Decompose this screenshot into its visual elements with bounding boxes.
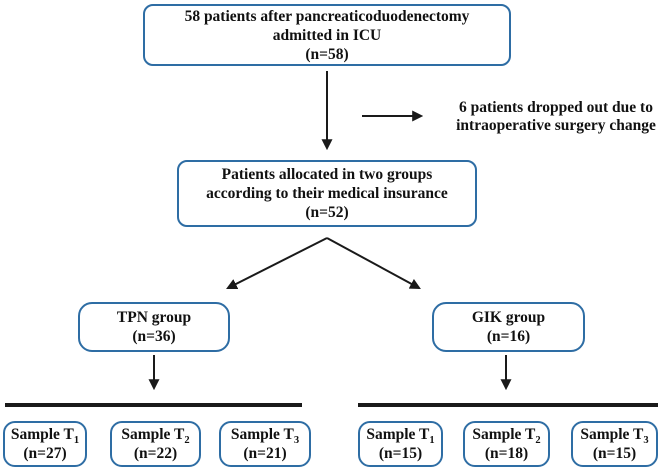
enrollment-line-2: admitted in ICU — [272, 26, 382, 44]
gik-sample-t3-label: Sample T3 — [580, 426, 649, 447]
tpn-sample-t1-label: Sample T1 — [10, 426, 80, 447]
allocation-line-2: according to their medical insurance — [206, 185, 448, 202]
dropout-note: 6 patients dropped out due to intraopera… — [438, 99, 666, 135]
subscript: 2 — [184, 435, 190, 447]
allocation-box: Patients allocated in two groups accordi… — [177, 160, 477, 227]
allocation-line-1: Patients allocated in two groups — [221, 166, 433, 183]
subscript: 2 — [535, 435, 541, 447]
gik-sample-t2-box: Sample T2 (n=18) — [463, 421, 550, 467]
tpn-sample-t1-count: (n=27) — [23, 445, 67, 462]
gik-sample-t2-count: (n=18) — [484, 445, 529, 462]
enrollment-count: (n=58) — [305, 45, 349, 63]
subscript: 1 — [429, 435, 435, 447]
gik-group-count: (n=16) — [486, 328, 531, 345]
arrow-allocation-to-tpn — [226, 237, 328, 289]
allocation-count: (n=52) — [305, 204, 349, 221]
tpn-sample-t2-count: (n=22) — [133, 445, 178, 462]
gik-sample-t1-count: (n=15) — [378, 445, 423, 462]
tpn-sample-t3-box: Sample T3 (n=21) — [219, 421, 311, 467]
dropout-line-1: 6 patients dropped out due to — [459, 99, 653, 116]
tpn-group-box: TPN group (n=36) — [78, 302, 230, 352]
gik-group-box: GIK group (n=16) — [432, 302, 585, 352]
tpn-sample-t3-count: (n=21) — [243, 445, 287, 462]
enrollment-box: 58 patients after pancreaticoduodenectom… — [143, 4, 511, 66]
subscript: 3 — [643, 435, 649, 447]
subscript: 1 — [73, 435, 80, 447]
tpn-sample-t2-box: Sample T2 (n=22) — [110, 421, 201, 467]
tpn-group-label: TPN group — [116, 309, 192, 326]
enrollment-line-1: 58 patients after pancreaticoduodenectom… — [184, 7, 470, 25]
tpn-group-count: (n=36) — [132, 328, 176, 345]
tpn-sample-t2-label: Sample T2 — [121, 426, 190, 447]
gik-sample-t1-label: Sample T1 — [366, 426, 435, 447]
tpn-sample-t3-label: Sample T3 — [230, 426, 300, 447]
gik-sample-t2-label: Sample T2 — [472, 426, 541, 447]
subscript: 3 — [293, 435, 300, 447]
dropout-line-2: intraoperative surgery change — [456, 117, 656, 134]
gik-sample-t1-box: Sample T1 (n=15) — [358, 421, 443, 467]
gik-sample-t3-box: Sample T3 (n=15) — [571, 421, 658, 467]
gik-group-label: GIK group — [471, 309, 546, 326]
gik-sample-t3-count: (n=15) — [592, 445, 637, 462]
arrow-allocation-to-gik — [326, 237, 421, 290]
tpn-sample-t1-box: Sample T1 (n=27) — [3, 421, 87, 467]
